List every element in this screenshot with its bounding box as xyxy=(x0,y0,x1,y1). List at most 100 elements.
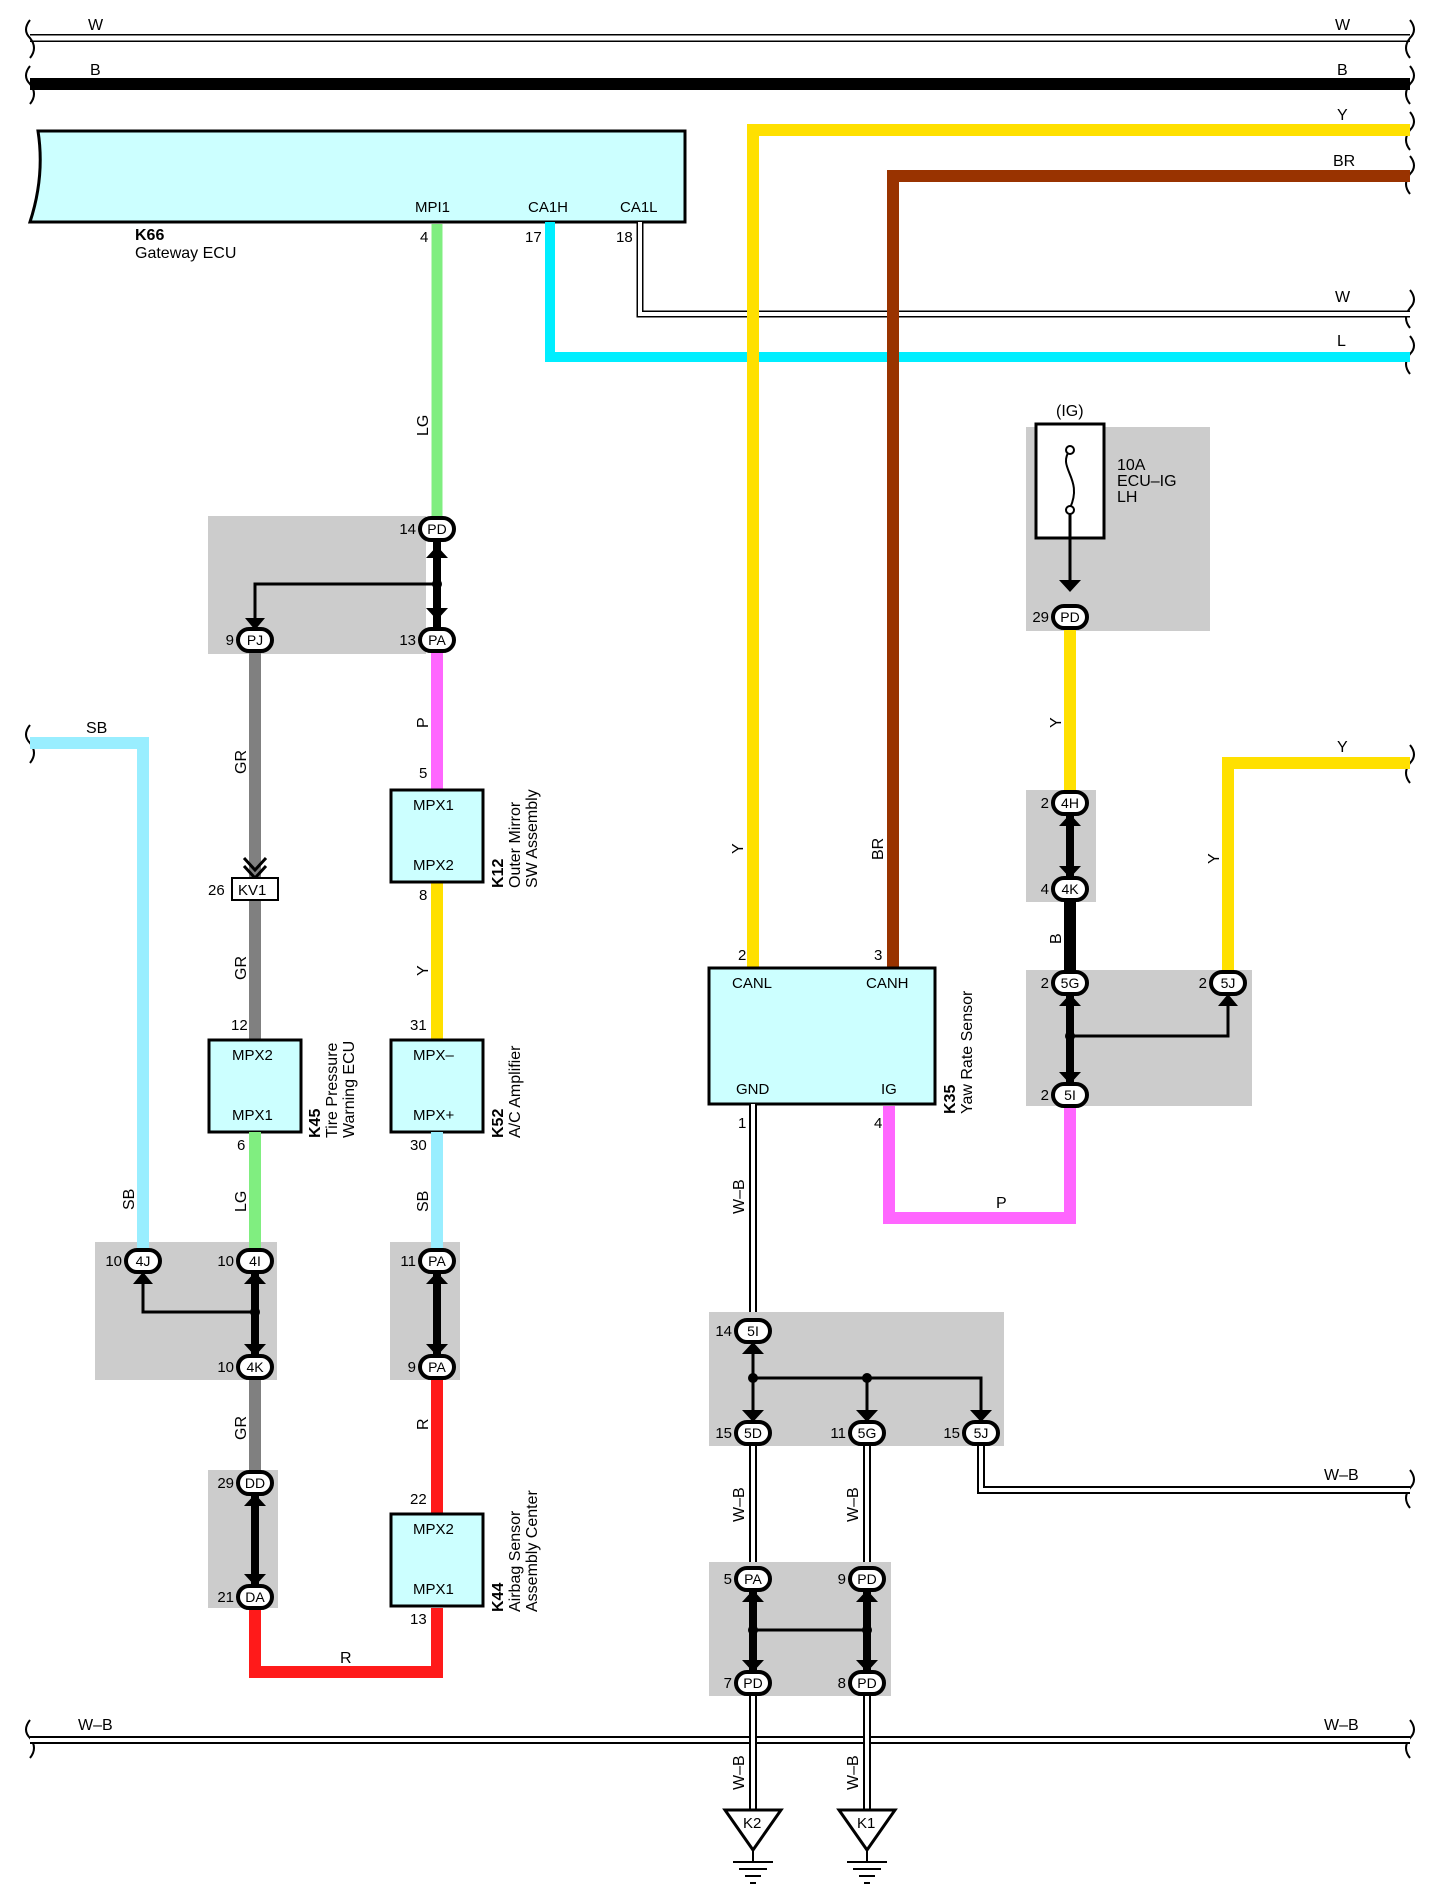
connector-pa11: PA 11 xyxy=(400,1248,456,1274)
k44-airbag-sensor: MPX2 MPX1 22 13 K44 Airbag Sensor Assemb… xyxy=(389,1490,541,1628)
wire-y-canl: Y Y xyxy=(730,107,1410,968)
connector-g5b-label: 5G xyxy=(858,1425,877,1441)
connector-h4: 4H2 xyxy=(1041,790,1089,816)
bus-label-l: L xyxy=(1337,333,1346,350)
fuse-name1: ECU–IG xyxy=(1117,473,1177,490)
connector-pd7-label: PD xyxy=(743,1675,762,1691)
kv1-num: 26 xyxy=(208,882,225,899)
connector-pd29-num: 29 xyxy=(1032,609,1049,626)
kv1-label: KV1 xyxy=(238,882,266,899)
k52-n-bot: 30 xyxy=(410,1137,427,1154)
connector-i5-label: 5I xyxy=(1064,1087,1076,1103)
wire-sb-left: SB SB xyxy=(30,720,149,1250)
connector-pa11-label: PA xyxy=(428,1253,446,1269)
k12-n-bot: 8 xyxy=(419,887,427,904)
connector-da21-num: 21 xyxy=(217,1589,234,1606)
bus-label-w-right: W xyxy=(1335,17,1351,34)
connector-i5-num: 2 xyxy=(1041,1087,1049,1104)
bus-label-w-left: W xyxy=(88,17,104,34)
ground-k1: K1 xyxy=(836,1808,898,1884)
bus-label-w-mid: W xyxy=(1335,289,1351,306)
k12-outer-mirror-sw: MPX1 MPX2 5 8 K12 Outer Mirror SW Assemb… xyxy=(389,765,541,904)
connector-pd8: PD 8 xyxy=(838,1670,886,1696)
k12-name1: Outer Mirror xyxy=(507,801,524,888)
k52-top-pin: MPX– xyxy=(413,1047,455,1064)
connector-g5-num: 2 xyxy=(1041,975,1049,992)
k44-name2: Assembly Center xyxy=(524,1490,541,1612)
connector-pj9-label: PJ xyxy=(247,632,263,648)
junction-pa-pd xyxy=(742,1590,878,1672)
wire-lg-k45: LG xyxy=(233,1132,261,1250)
bus-label-b-left: B xyxy=(90,62,101,79)
bus-label-br: BR xyxy=(1333,153,1355,170)
wire-l-ca1h: L xyxy=(545,222,1410,362)
wire-label-gr-1: GR xyxy=(233,750,250,774)
connector-j4i-num: 10 xyxy=(217,1253,234,1270)
connector-i5b-label: 5I xyxy=(747,1323,759,1339)
wire-wb-k35: W–B xyxy=(731,1104,757,1312)
k35-name1: Yaw Rate Sensor xyxy=(959,990,976,1114)
wire-wb-5j: W–B xyxy=(977,1444,1410,1494)
wire-label-y-fuse: Y xyxy=(1048,717,1065,728)
wire-b-4k-5g: B xyxy=(1048,900,1076,972)
connector-pj9-num: 9 xyxy=(226,632,234,649)
wire-label-lg-top: LG xyxy=(415,415,432,436)
k12-bot-pin: MPX2 xyxy=(413,857,454,874)
connector-pd7: PD 7 xyxy=(724,1670,772,1696)
connector-pd8-label: PD xyxy=(857,1675,876,1691)
break-marks xyxy=(25,19,1415,1759)
k35-canl: CANL xyxy=(732,975,772,992)
junction-dd-da xyxy=(244,1494,266,1586)
wire-label-br-k35: BR xyxy=(870,838,887,860)
connector-pa11-num: 11 xyxy=(400,1253,416,1270)
wire-w-ca1l: W xyxy=(636,222,1410,318)
k12-name2: SW Assembly xyxy=(524,789,541,888)
k45-n-top: 12 xyxy=(231,1017,248,1034)
k45-tire-pressure-ecu: MPX2 MPX1 12 6 K45 Tire Pressure Warning… xyxy=(207,1017,358,1154)
junction-pd-pa-pj xyxy=(245,540,448,632)
top-b-bus: B B xyxy=(30,62,1410,90)
connector-pa5-num: 5 xyxy=(724,1571,732,1588)
k35-n1: 1 xyxy=(738,1115,746,1132)
k45-name2: Warning ECU xyxy=(341,1041,358,1138)
k2-label: K2 xyxy=(743,1815,761,1832)
connector-g5b-num: 11 xyxy=(830,1425,846,1442)
bus-label-wb-bottom-right: W–B xyxy=(1324,1717,1359,1734)
wire-p-k35: P xyxy=(883,1106,1076,1224)
wire-label-sb-k52: SB xyxy=(415,1191,432,1212)
connector-k4: 4K4 xyxy=(1041,876,1089,902)
connector-pd14-num: 14 xyxy=(399,521,416,538)
connector-da21-label: DA xyxy=(245,1589,265,1605)
k66-n18: 18 xyxy=(616,229,633,246)
k52-bot-pin: MPX+ xyxy=(413,1107,455,1124)
connector-pj9: PJ 9 xyxy=(226,627,274,653)
k66-pin-ca1l: CA1L xyxy=(620,199,658,216)
wire-label-sb-left: SB xyxy=(121,1189,138,1210)
connector-j4k-label: 4K xyxy=(246,1359,264,1375)
k45-bot-pin: MPX1 xyxy=(232,1107,273,1124)
wire-label-wb-3: W–B xyxy=(845,1487,862,1522)
k45-name1: Tire Pressure xyxy=(324,1042,341,1138)
bottom-wb-bus: W–B W–B xyxy=(30,1717,1410,1744)
wire-label-y-5j: Y xyxy=(1206,853,1223,864)
k66-pin-ca1h: CA1H xyxy=(528,199,568,216)
fuse-ecu-ig-lh: (IG) 10A ECU–IG LH xyxy=(1034,403,1177,592)
connector-pd8-num: 8 xyxy=(838,1675,846,1692)
wire-label-lg-k45: LG xyxy=(233,1191,250,1212)
wire-sb-k52: SB xyxy=(415,1132,443,1250)
bus-label-y2: Y xyxy=(1337,739,1348,756)
fuse-header: (IG) xyxy=(1056,403,1084,420)
connector-g5-label: 5G xyxy=(1061,975,1080,991)
connector-j4i-label: 4I xyxy=(249,1253,261,1269)
junction-pa11-pa9 xyxy=(426,1272,448,1356)
connector-pd29-label: PD xyxy=(1060,609,1079,625)
wire-r-bottom: R xyxy=(249,1608,443,1678)
junction-4h-4k xyxy=(1059,814,1081,878)
connector-pd7-num: 7 xyxy=(724,1675,732,1692)
connector-j4i: 4I 10 xyxy=(217,1248,274,1274)
